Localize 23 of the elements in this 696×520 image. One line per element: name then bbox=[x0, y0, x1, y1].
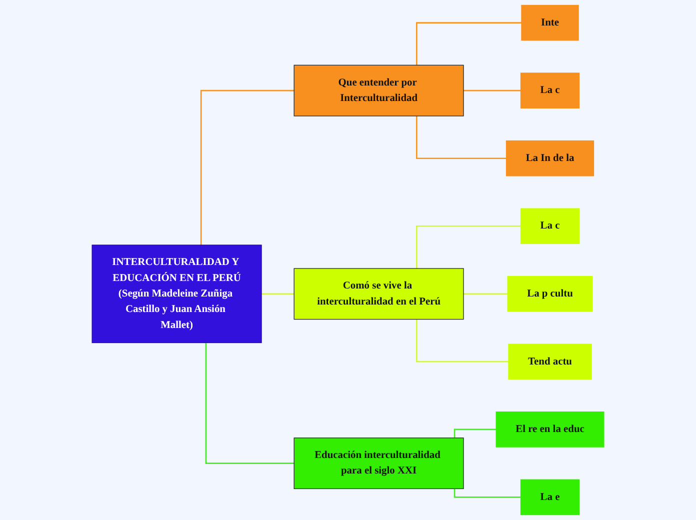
connector bbox=[416, 319, 508, 362]
node-box: La In de la bbox=[506, 140, 594, 176]
node-box: Que entender por Interculturalidad bbox=[294, 64, 464, 116]
connector bbox=[462, 293, 508, 295]
node-box: Tend actu bbox=[508, 344, 592, 380]
connector bbox=[462, 90, 521, 92]
node-box: La c bbox=[520, 72, 580, 108]
connector bbox=[454, 488, 521, 498]
node-box: La e bbox=[520, 479, 580, 516]
node-box: El re en la educ bbox=[496, 412, 604, 448]
connector bbox=[260, 293, 294, 295]
connector bbox=[454, 428, 496, 438]
node-box: Inte bbox=[521, 4, 579, 41]
node-box: La c bbox=[520, 208, 580, 244]
connector bbox=[200, 90, 294, 246]
connector bbox=[416, 225, 521, 268]
connector bbox=[416, 22, 522, 66]
node-box: La p cultu bbox=[507, 276, 593, 312]
node-box: Educación interculturalidad para el siglo XXI bbox=[294, 438, 464, 490]
node-box: Comó se vive la interculturalidad en el Perú bbox=[294, 268, 464, 320]
node-box: INTERCULTURALIDAD Y EDUCACIÓN EN EL PERÚ (Según Madeleine Zuñiga Castillo y Juan Ansión Mallet) bbox=[92, 244, 262, 344]
connector bbox=[205, 342, 294, 464]
connector bbox=[416, 116, 506, 159]
